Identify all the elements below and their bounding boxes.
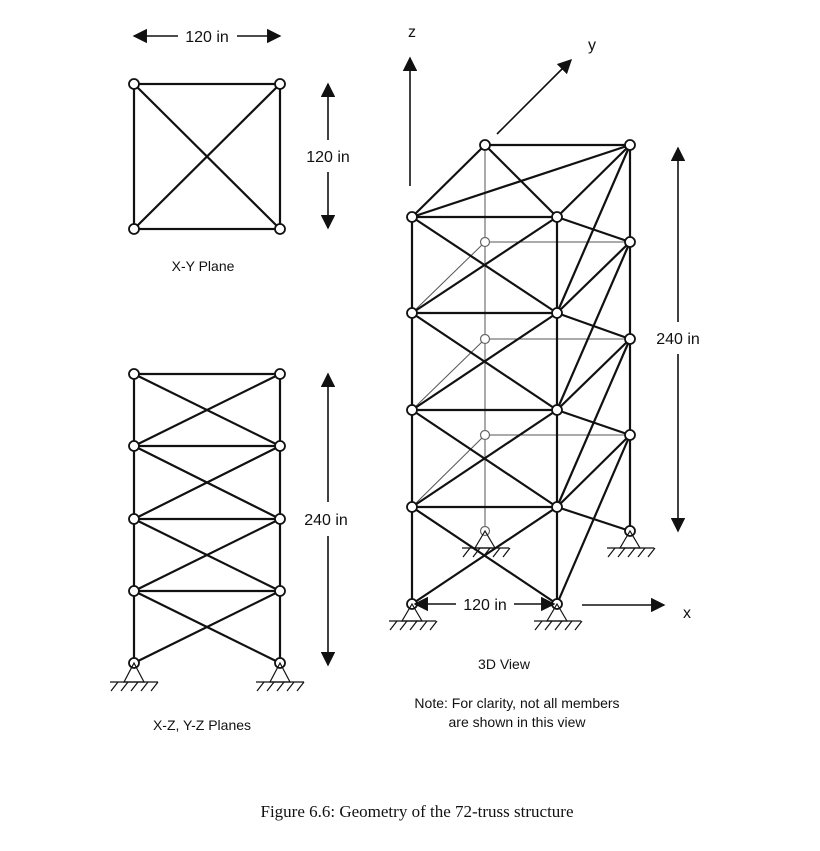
y-axis-label: y [588,37,596,54]
xy-plane-caption: X-Y Plane [172,258,235,274]
xz-truss-frame [128,368,286,669]
xy-width-dimension-arrow: 120 in [132,28,282,46]
y-axis-arrow: y [496,37,596,135]
xz-plane-diagram: 240 in X-Z, Y-Z Planes [110,368,348,733]
three-d-height-dimension-arrow: 240 in [656,146,700,533]
z-axis-arrow: z [402,24,418,186]
xy-width-label: 120 in [185,29,229,46]
back-left-pin-support [462,529,511,558]
figure-caption: Figure 6.6: Geometry of the 72-truss str… [260,802,573,821]
three-d-view-caption: 3D View [478,656,531,672]
xy-square-truss [128,78,286,235]
xz-planes-caption: X-Z, Y-Z Planes [153,717,251,733]
three-d-height-label: 240 in [656,331,700,348]
xz-right-pin-support [256,661,305,692]
three-d-base-dimension-arrow: 120 in [413,596,556,614]
three-d-truss-frame [406,139,636,610]
xz-height-label: 240 in [304,512,348,529]
three-d-base-label: 120 in [463,597,507,614]
z-axis-label: z [408,24,416,41]
note-line-1: Note: For clarity, not all members [414,695,619,711]
xy-plane-diagram: 120 in 120 in X-Y Plane [128,28,350,274]
hidden-back-members [411,145,630,537]
back-right-pin-support [607,529,656,558]
x-axis-label: x [683,605,691,622]
note-line-2: are shown in this view [449,714,587,730]
xy-height-label: 120 in [306,149,350,166]
front-left-pin-support [389,602,438,631]
front-right-pin-support [534,602,583,631]
x-axis-arrow: x [582,597,691,622]
xz-left-pin-support [110,661,159,692]
xy-height-dimension-arrow: 120 in [306,82,350,230]
xz-height-dimension-arrow: 240 in [304,372,348,667]
three-d-view-diagram: z y x [389,24,700,730]
